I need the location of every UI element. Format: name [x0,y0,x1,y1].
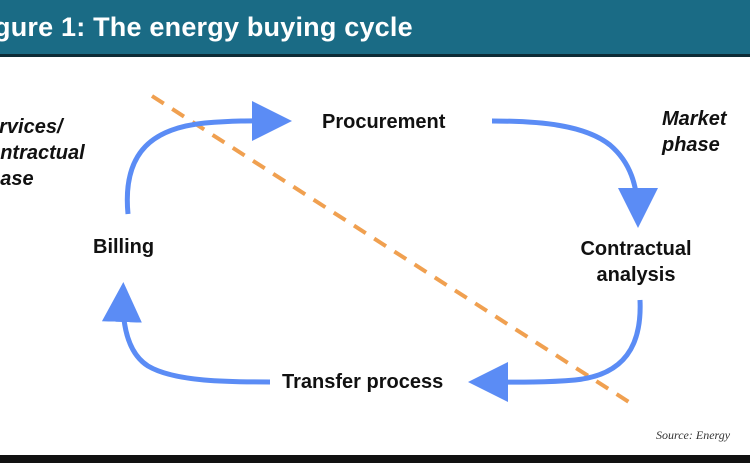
arrow-transfer-to-billing [101,282,271,385]
node-contractual-analysis-line2: analysis [596,264,676,286]
arrow-contractual-to-transfer [468,299,643,403]
phase-divider-line [150,94,634,406]
phase-left-line3: hase [0,168,34,190]
bottom-border [0,455,750,463]
phase-label-services: ervices/ ontractual hase [0,114,128,192]
phase-label-market: Market phase [662,106,750,158]
figure-title: gure 1: The energy buying cycle [0,12,413,42]
node-billing: Billing [93,236,155,258]
node-contractual-analysis-line1: Contractual [580,238,692,260]
phase-right-line1: Market [662,108,727,130]
arrow-billing-to-procurement [124,100,292,215]
node-contractual-analysis: Contractual analysis [570,236,702,288]
node-transfer-process: Transfer process [282,371,444,393]
phase-left-line2: ontractual [0,142,85,164]
node-procurement: Procurement [322,111,446,133]
source-note: Source: Energy [656,428,731,442]
phase-left-line1: ervices/ [0,116,63,138]
arrow-procurement-to-contractual [491,118,658,228]
figure-header: gure 1: The energy buying cycle [0,0,750,57]
phase-right-line2: phase [662,134,720,156]
